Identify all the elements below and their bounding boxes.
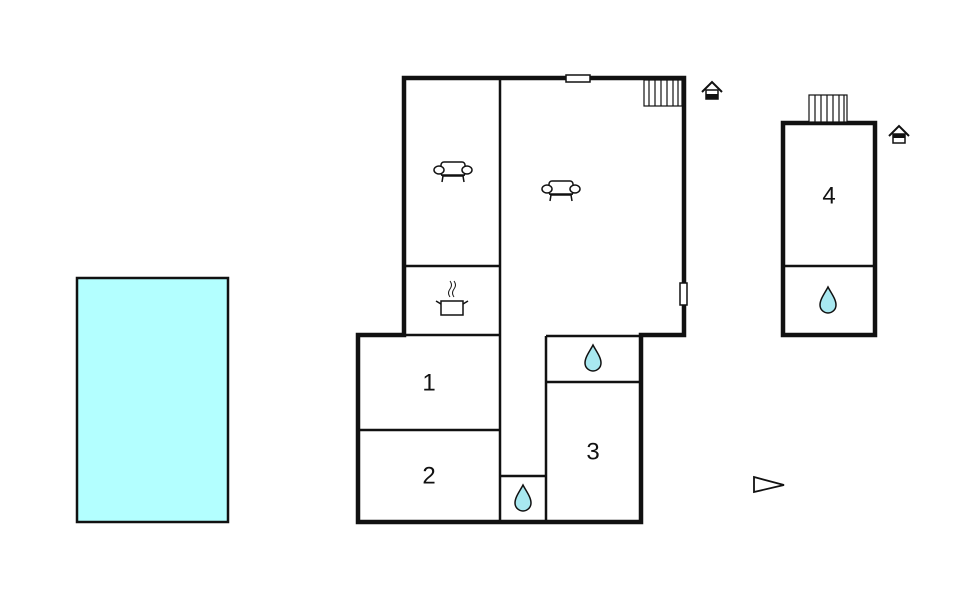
entrance-icon <box>701 80 723 100</box>
inner-walls <box>358 78 641 522</box>
north-arrow-icon <box>753 475 785 494</box>
sofa-icon <box>541 180 581 202</box>
entrance-icon <box>888 124 910 144</box>
annex-building-outer-wall <box>780 120 878 338</box>
cooking-pot-icon <box>435 280 469 316</box>
room-label-3: 3 <box>586 438 599 465</box>
water-drop-icon <box>514 483 532 512</box>
stairs-icon <box>808 94 848 123</box>
pool <box>75 276 230 524</box>
main-building-outer-wall <box>355 75 687 525</box>
water-drop-icon <box>584 343 602 372</box>
stairs-icon <box>643 79 683 107</box>
window-icon <box>565 74 591 83</box>
sofa-icon <box>433 161 473 183</box>
water-drop-icon <box>819 285 837 314</box>
window-icon <box>679 282 688 306</box>
room-label-4: 4 <box>822 182 835 209</box>
room-label-2: 2 <box>422 462 435 489</box>
room-label-1: 1 <box>422 369 435 396</box>
